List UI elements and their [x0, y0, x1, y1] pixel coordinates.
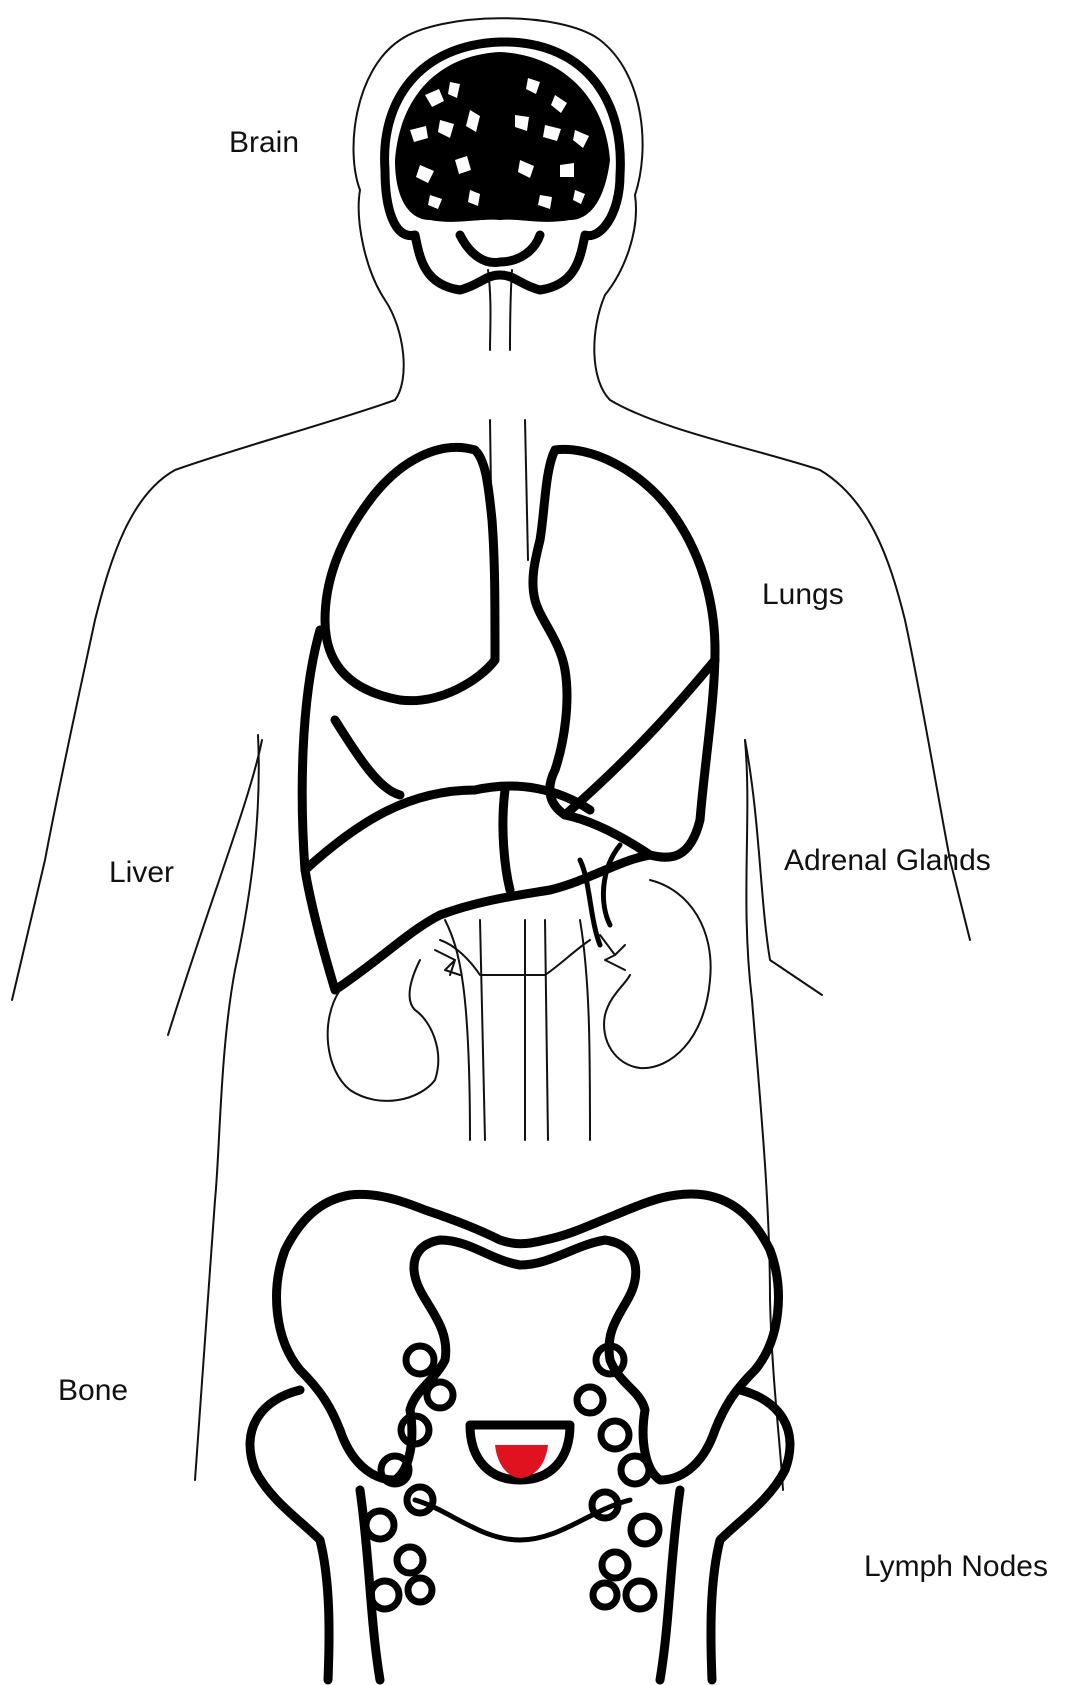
liver-label: Liver [109, 858, 174, 888]
kidneys-adrenals [328, 845, 711, 1140]
brain-label: Brain [229, 128, 299, 158]
pelvis-bones [250, 1194, 790, 1680]
adrenal-glands-label: Adrenal Glands [784, 846, 991, 876]
thorax-organs [302, 447, 715, 990]
brain-illustration [385, 42, 621, 290]
lymph-nodes-label: Lymph Nodes [864, 1552, 1048, 1582]
bone-label: Bone [58, 1376, 128, 1406]
lungs-label: Lungs [762, 580, 844, 610]
body-outline [12, 18, 970, 1490]
